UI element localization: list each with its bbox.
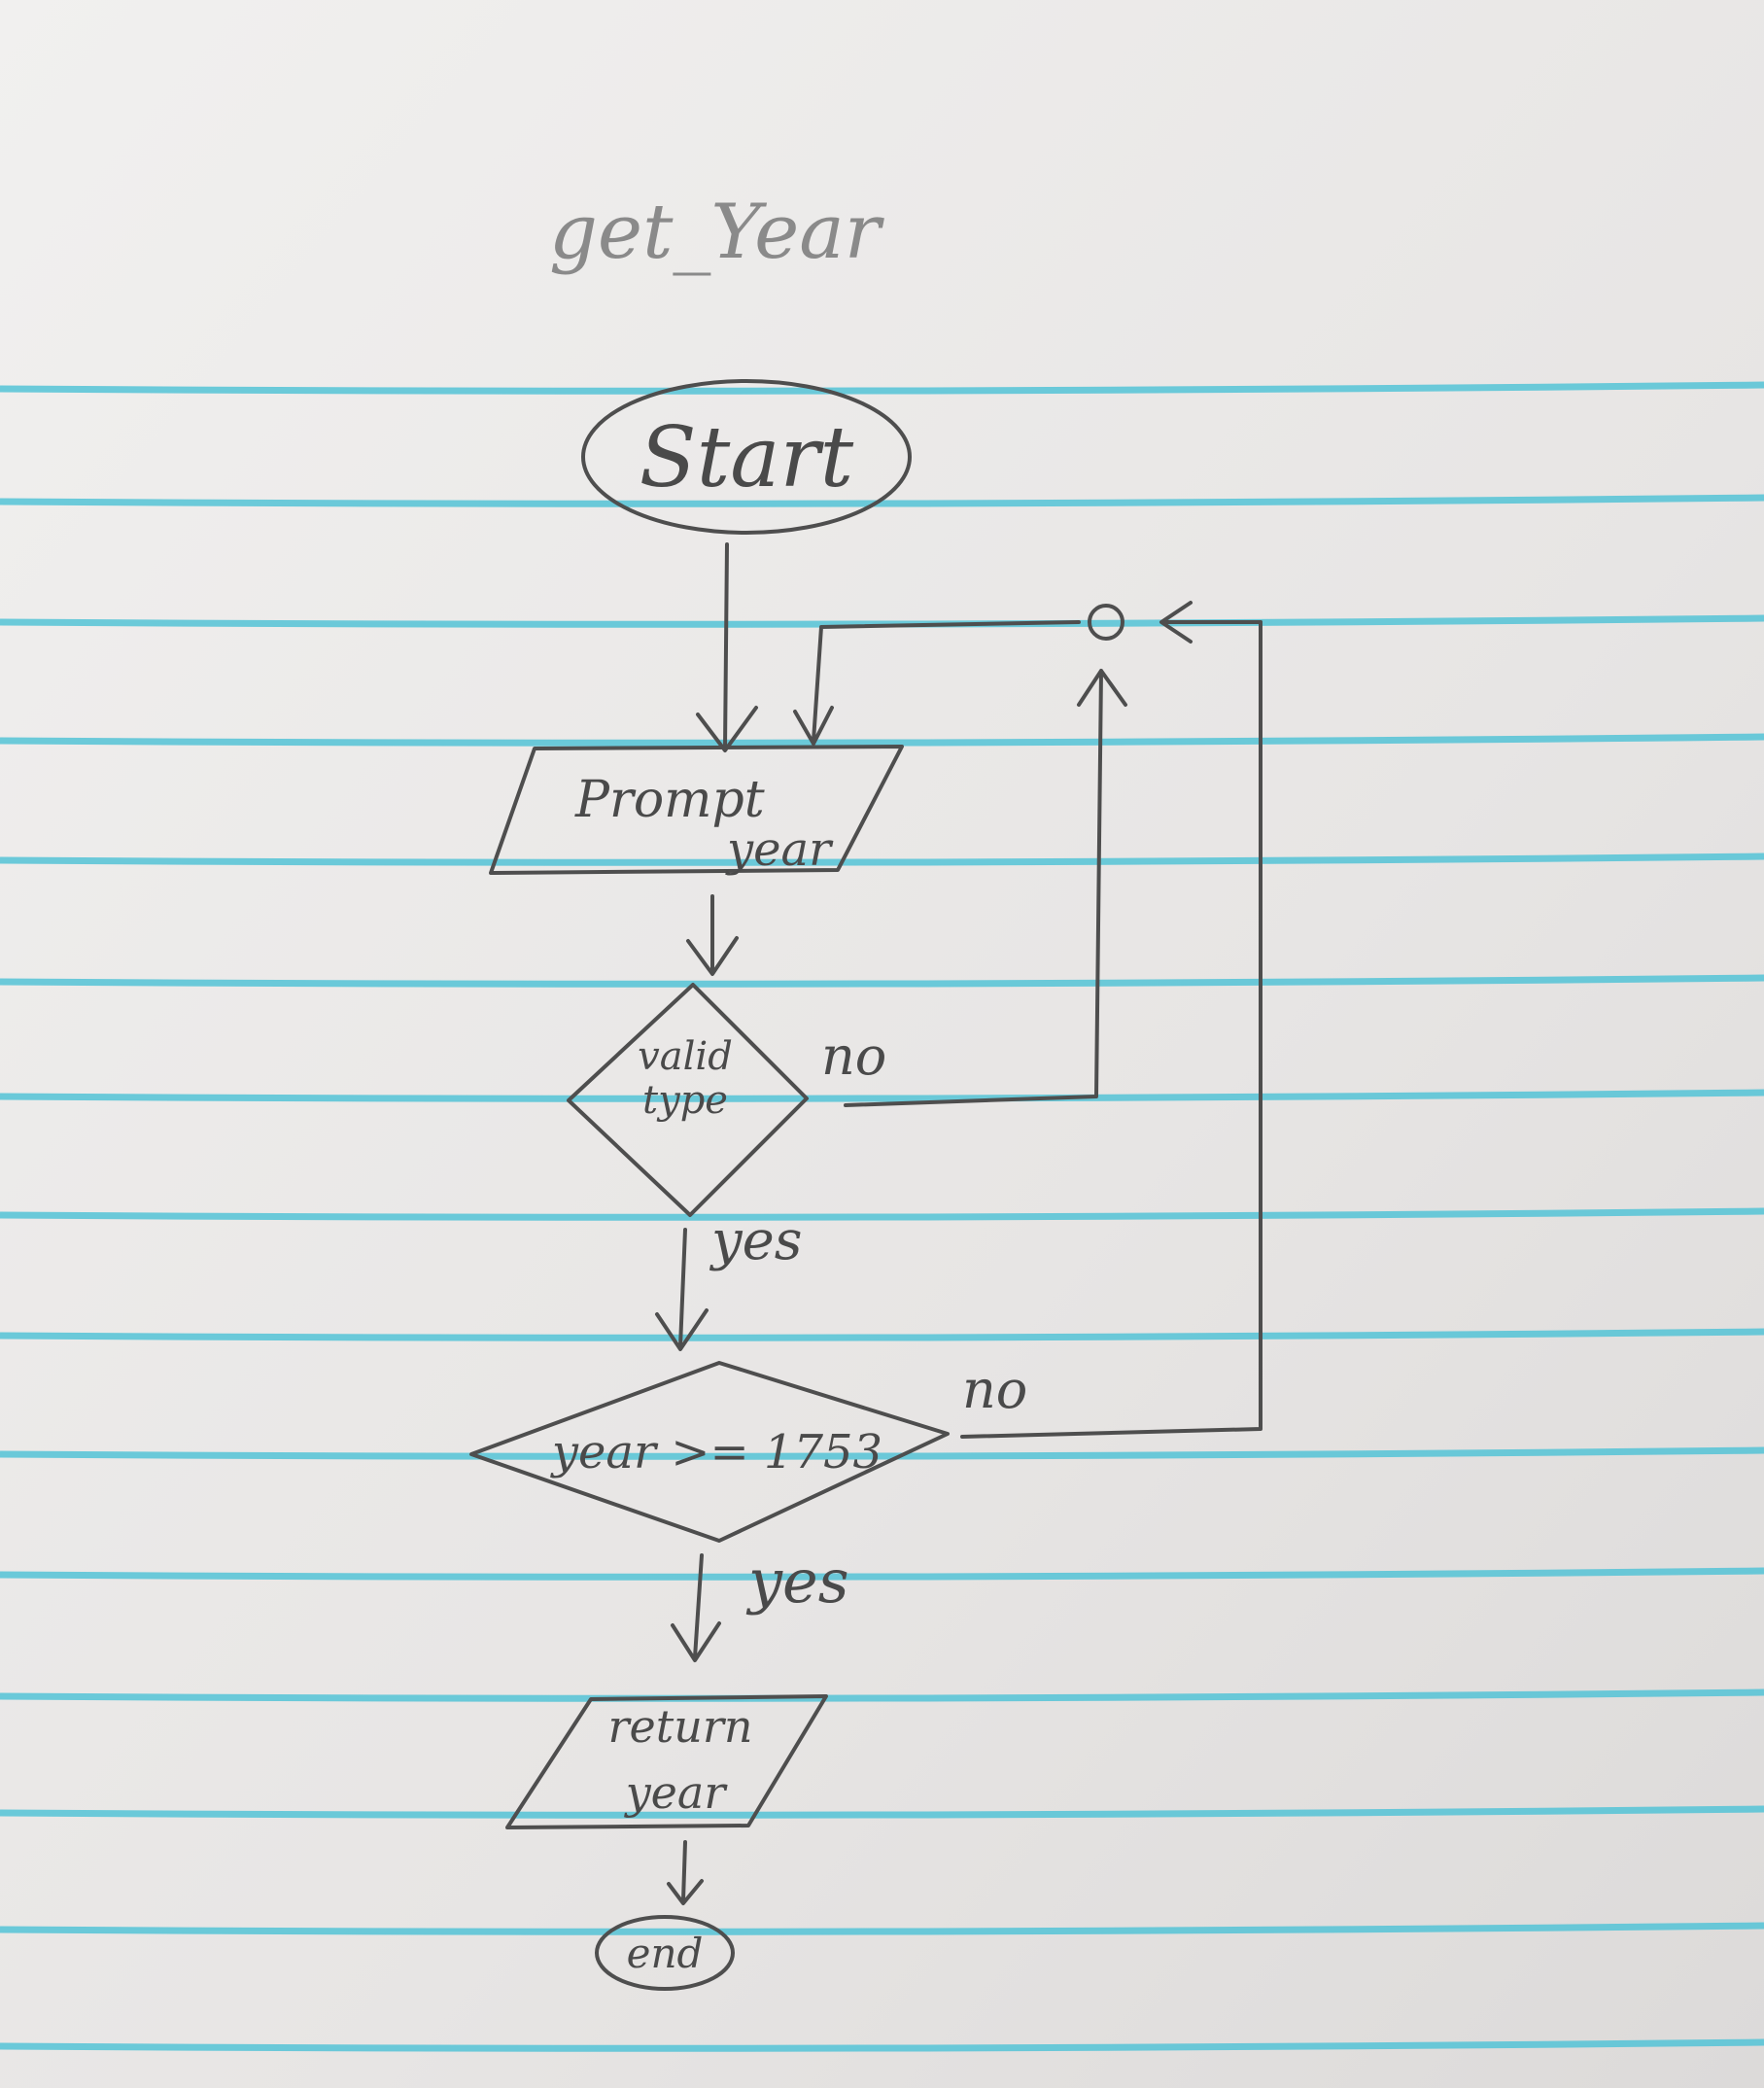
end-label: end [627, 1930, 704, 1977]
start-label: Start [640, 409, 854, 506]
diagram-title: get_Year [549, 189, 885, 276]
valid-type-no-label: no [821, 1026, 886, 1087]
valid-type-yes-label: yes [709, 1209, 803, 1272]
prompt-label-line1: Prompt [574, 771, 765, 829]
arrow-start-to-prompt [696, 542, 758, 752]
ruled-line [0, 853, 1764, 866]
arrow-return-to-end [667, 1840, 704, 1905]
ruled-line [0, 1089, 1764, 1102]
connector-circle [1088, 604, 1124, 641]
ruled-line [0, 381, 1764, 395]
arrow-year-yes-to-return [671, 1553, 721, 1662]
ruled-line [0, 1207, 1764, 1221]
arrow-prompt-to-valid [686, 894, 739, 976]
year-check-label: year >= 1753 [550, 1425, 882, 1479]
valid-type-label-line2: type [642, 1078, 728, 1123]
year-check-no-label: no [962, 1359, 1027, 1420]
ruled-line [0, 1446, 1764, 1460]
ruled-line [0, 733, 1764, 747]
arrow-valid-no-to-connector [844, 669, 1127, 1107]
ruled-line [0, 1328, 1764, 1341]
prompt-input-box [489, 745, 904, 875]
arrow-into-connector-right [1159, 601, 1262, 644]
ruled-line [0, 1567, 1764, 1581]
arrow-loop-into-prompt [793, 620, 1081, 746]
arrow-valid-yes-to-year [655, 1228, 709, 1351]
ruled-line [0, 1805, 1764, 1819]
return-output-box [505, 1694, 828, 1829]
ruled-line [0, 1688, 1764, 1702]
year-check-decision [469, 1361, 950, 1543]
end-terminator [595, 1915, 735, 1991]
valid-type-decision [567, 983, 809, 1217]
return-label-line2: year [624, 1766, 729, 1819]
return-label-line1: return [608, 1700, 753, 1753]
year-check-yes-label: yes [745, 1546, 849, 1617]
ruled-line [0, 1922, 1764, 1935]
prompt-label-line2: year [725, 822, 834, 877]
arrow-year-no-to-connector [960, 620, 1262, 1439]
start-terminator [581, 379, 912, 535]
ruled-line [0, 974, 1764, 988]
valid-type-label-line1: valid [638, 1034, 733, 1079]
ruled-lines [0, 381, 1764, 2052]
ruled-line [0, 2038, 1764, 2052]
